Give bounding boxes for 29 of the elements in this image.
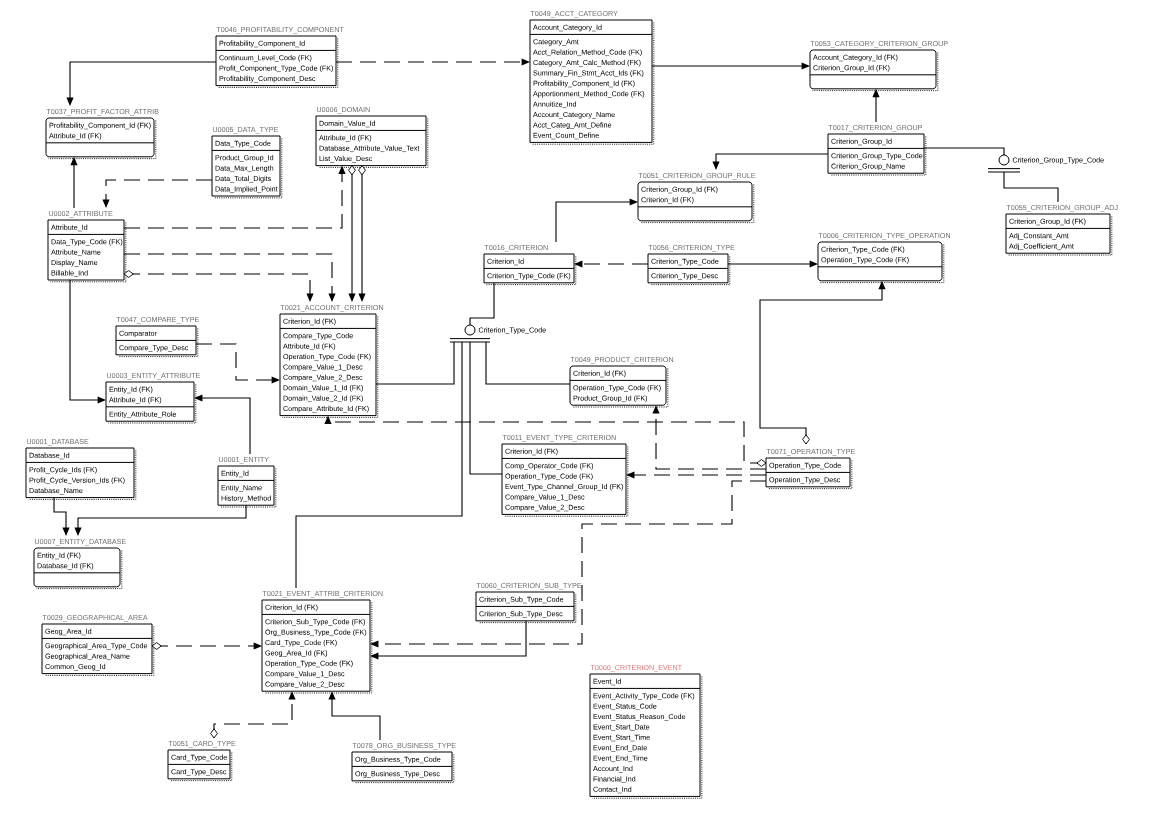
- relationship-arrow: [872, 88, 880, 123]
- relationship-line: [485, 341, 571, 385]
- relationship-line: [923, 147, 1005, 156]
- relationship-arrow: [328, 691, 381, 741]
- relationship-line: [375, 341, 455, 385]
- relationship-arrow: [102, 179, 213, 208]
- relationship-arrow: [727, 260, 818, 268]
- relationship-arrow: [652, 405, 767, 470]
- relationship-line: [295, 341, 463, 589]
- relationship-arrow: [195, 343, 280, 384]
- relationship-arrow: [574, 260, 649, 268]
- relationship-arrow: [74, 504, 247, 536]
- relationship-arrow: [69, 279, 106, 404]
- relationship-line: [469, 282, 495, 326]
- relationship-arrow: [66, 61, 217, 106]
- relationship-arrow: [70, 156, 78, 209]
- relationship-arrow: [712, 153, 829, 170]
- relationship-arrow: [123, 253, 336, 302]
- relationship-arrow: [335, 58, 530, 66]
- relationship-arrow: [53, 497, 70, 536]
- relationship-line: [469, 341, 503, 475]
- relationship-arrow: [555, 198, 638, 243]
- relationship-arrow: [123, 165, 346, 229]
- relationship-arrow: [370, 480, 767, 648]
- relationship-line: [1003, 171, 1059, 203]
- relationship-arrow: [626, 471, 767, 479]
- relationship-arrow: [651, 62, 810, 70]
- relationship-arrow: [194, 394, 251, 455]
- relationship-arrow: [370, 620, 527, 660]
